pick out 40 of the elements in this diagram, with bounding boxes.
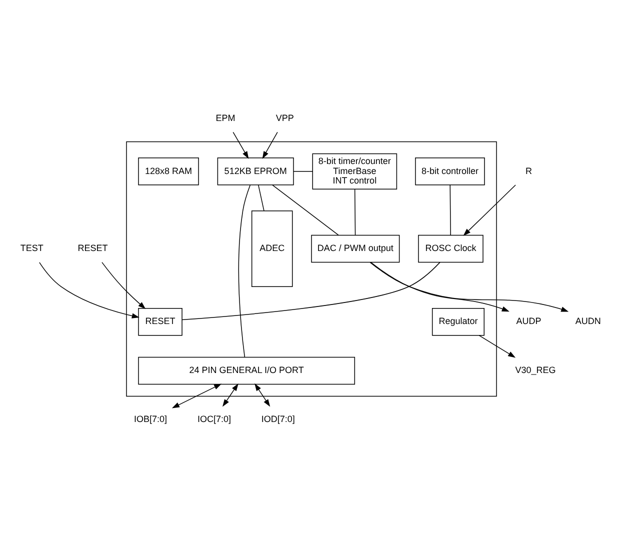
connector xyxy=(238,184,251,358)
node-box: 8-bit timer/counter TimerBase INT control xyxy=(312,153,398,190)
node-box: Regulator xyxy=(432,308,484,336)
node-text: V30_REG xyxy=(515,365,556,376)
node-text: VPP xyxy=(276,112,294,123)
connector xyxy=(272,184,339,236)
cluster xyxy=(126,141,497,397)
arrow xyxy=(370,262,569,312)
connector xyxy=(450,184,451,236)
node-text: EPM xyxy=(216,112,236,123)
node-box: RESET xyxy=(138,308,182,336)
arrow xyxy=(222,383,238,407)
arrow xyxy=(232,132,249,159)
node-box: 512KB EPROM xyxy=(217,158,294,186)
node-box: 8-bit controller xyxy=(415,158,485,186)
arrow xyxy=(463,184,516,236)
arrow xyxy=(478,335,516,358)
arrow xyxy=(102,262,146,310)
connector xyxy=(182,262,440,320)
arrow xyxy=(370,262,510,312)
node-box: 128x8 RAM xyxy=(138,158,199,186)
arrow xyxy=(39,262,140,318)
connector xyxy=(258,184,264,211)
node-box: ADEC xyxy=(251,210,293,288)
node-text: AUDP xyxy=(516,316,542,326)
node-text: IOB[7:0] xyxy=(134,414,168,424)
arrow xyxy=(262,132,278,159)
node-text: R xyxy=(526,166,532,176)
connector xyxy=(293,171,313,172)
node-text: TEST xyxy=(20,243,44,254)
node-text: IOD[7:0] xyxy=(261,414,295,424)
node-text: RESET xyxy=(78,243,108,254)
arrow xyxy=(254,383,270,407)
connector xyxy=(354,188,356,236)
node-text: IOC[7:0] xyxy=(198,414,232,424)
node-text: AUDN xyxy=(575,316,601,326)
arrow xyxy=(172,384,222,408)
node-box: 24 PIN GENERAL I/O PORT xyxy=(138,356,356,385)
node-box: ROSC Clock xyxy=(418,234,484,263)
node-box: DAC / PWM output xyxy=(311,234,400,263)
